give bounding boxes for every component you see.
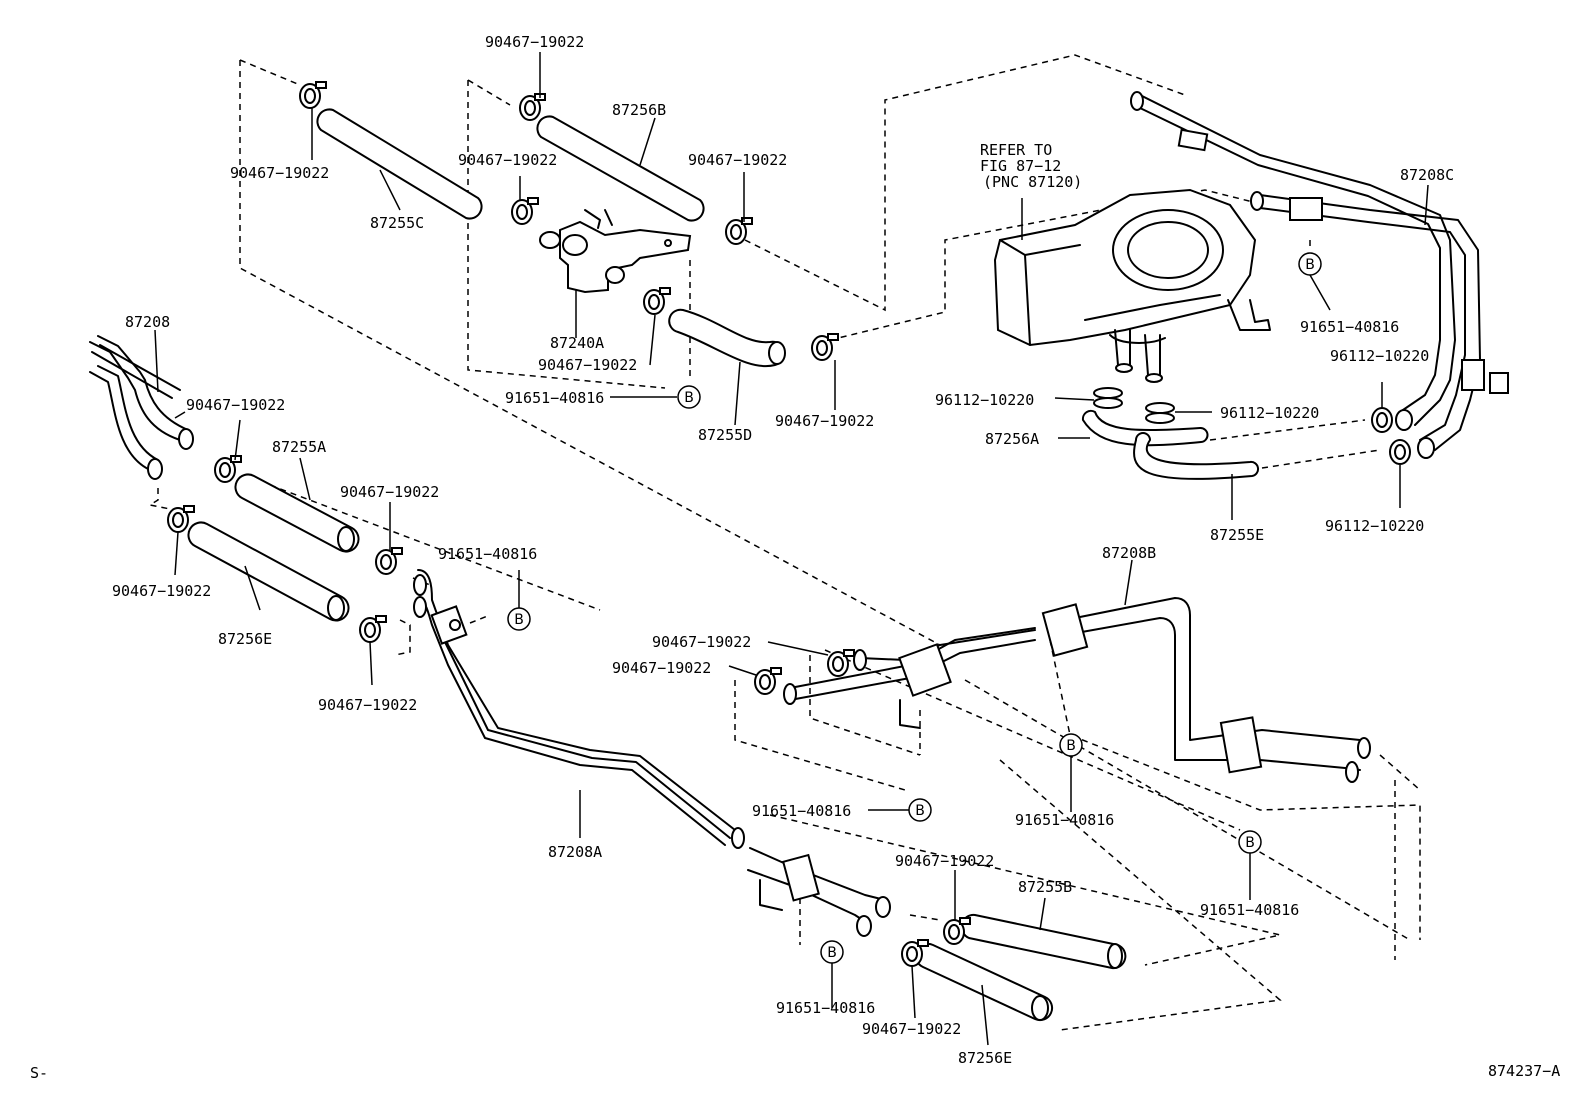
part-labels: 90467−19022 87256B 90467−19022 90467−190…: [30, 33, 1560, 1082]
clamp-label: 90467−19022: [538, 356, 637, 374]
footer-left-code: S-: [30, 1064, 48, 1082]
bolt-b-icon[interactable]: B: [1059, 733, 1083, 757]
hose-87256e-left[interactable]: [187, 521, 350, 622]
small-clamp-label: 96112−10220: [1325, 517, 1424, 535]
assembly-dashed-lines: [148, 54, 1421, 1031]
hose-87255e[interactable]: [1133, 432, 1260, 480]
hoses: [187, 108, 1260, 1022]
part-label-87240a: 87240A: [550, 334, 604, 352]
clamp-label: 90467−19022: [318, 696, 417, 714]
bolt-marker-label: B: [1066, 738, 1076, 754]
clamp-label: 90467−19022: [230, 164, 329, 182]
pipe-87208a-end[interactable]: [747, 847, 891, 937]
clamp-icon[interactable]: [754, 667, 782, 695]
part-label-87208: 87208: [125, 313, 170, 331]
clamp-icon[interactable]: [519, 93, 546, 121]
small-clamp-icon[interactable]: [1371, 407, 1393, 433]
bolt-b-icon[interactable]: B: [820, 940, 844, 964]
bolt-b-icon[interactable]: B: [1298, 252, 1322, 276]
bolt-label: 91651−40816: [1300, 318, 1399, 336]
clamp-label: 90467−19022: [458, 151, 557, 169]
hose-87256e-bottom[interactable]: [914, 942, 1054, 1022]
refer-line2: FIG 87−12: [980, 157, 1061, 175]
part-label-87256a: 87256A: [985, 430, 1039, 448]
refer-line3: (PNC 87120): [983, 173, 1082, 191]
bolt-b-icon[interactable]: B: [908, 798, 932, 822]
heater-unit[interactable]: [993, 188, 1271, 383]
clamp-label: 90467−19022: [895, 852, 994, 870]
part-label-87255b: 87255B: [1018, 878, 1072, 896]
pipe-87208b[interactable]: [783, 597, 1371, 783]
clamp-icon[interactable]: [643, 287, 671, 315]
clamps: [167, 81, 1411, 967]
bolt-label: 91651−40816: [438, 545, 537, 563]
bolt-b-icon[interactable]: B: [1238, 830, 1262, 854]
hose-87255b[interactable]: [960, 913, 1127, 970]
bolt-marker-label: B: [1245, 835, 1255, 851]
bolt-label: 91651−40816: [752, 802, 851, 820]
small-clamp-icon[interactable]: [1389, 439, 1411, 465]
small-clamp-icon[interactable]: [1093, 387, 1123, 409]
bolt-b-icon[interactable]: B: [507, 607, 531, 631]
clamp-label: 90467−19022: [340, 483, 439, 501]
bolt-markers: B B B B B B B: [507, 252, 1322, 964]
part-label-87255e: 87255E: [1210, 526, 1264, 544]
bolt-label: 91651−40816: [505, 389, 604, 407]
hose-87256b[interactable]: [536, 115, 705, 222]
clamp-icon[interactable]: [827, 649, 855, 677]
small-clamp-label: 96112−10220: [1220, 404, 1319, 422]
bolt-b-icon[interactable]: B: [677, 385, 701, 409]
clamp-label: 90467−19022: [612, 659, 711, 677]
part-label-87256e-left: 87256E: [218, 630, 272, 648]
part-label-87256b: 87256B: [612, 101, 666, 119]
water-valve-87240a[interactable]: [539, 209, 692, 294]
pipe-87208a[interactable]: [413, 569, 745, 849]
clamp-label: 90467−19022: [862, 1020, 961, 1038]
leader-lines: [154, 52, 1429, 1046]
small-clamp-icon[interactable]: [1145, 402, 1175, 424]
clamp-label: 90467−19022: [112, 582, 211, 600]
part-label-87255a: 87255A: [272, 438, 326, 456]
clamp-label: 90467−19022: [186, 396, 285, 414]
pipes: [89, 91, 1509, 937]
clamp-icon[interactable]: [299, 81, 327, 109]
pipe-87208c[interactable]: [1130, 91, 1509, 459]
footer-right-code: 874237−A: [1488, 1062, 1560, 1080]
clamp-icon[interactable]: [811, 333, 839, 361]
hose-87255a[interactable]: [234, 473, 360, 553]
bolt-label: 91651−40816: [776, 999, 875, 1017]
hose-87255d[interactable]: [668, 308, 786, 368]
part-label-87208a: 87208A: [548, 843, 602, 861]
clamp-icon[interactable]: [214, 455, 242, 483]
part-label-87256e-bottom: 87256E: [958, 1049, 1012, 1067]
bolt-marker-label: B: [915, 803, 925, 819]
clamp-icon[interactable]: [943, 917, 971, 945]
clamp-label: 90467−19022: [688, 151, 787, 169]
small-clamp-label: 96112−10220: [1330, 347, 1429, 365]
hose-87255c[interactable]: [316, 108, 483, 220]
bolt-marker-label: B: [684, 390, 694, 406]
part-label-87255c: 87255C: [370, 214, 424, 232]
hose-87256a[interactable]: [1081, 409, 1209, 447]
bolt-marker-label: B: [827, 945, 837, 961]
clamp-icon[interactable]: [511, 197, 539, 225]
clamp-label: 90467−19022: [652, 633, 751, 651]
refer-line1: REFER TO: [980, 141, 1052, 159]
clamp-icon[interactable]: [375, 547, 403, 575]
part-label-87208c: 87208C: [1400, 166, 1454, 184]
clamp-icon[interactable]: [725, 217, 753, 245]
bolt-marker-label: B: [514, 612, 524, 628]
bolt-label: 91651−40816: [1200, 901, 1299, 919]
clamp-icon[interactable]: [359, 615, 387, 643]
bolt-marker-label: B: [1305, 257, 1315, 273]
clamp-label: 90467−19022: [485, 33, 584, 51]
part-label-87208b: 87208B: [1102, 544, 1156, 562]
bolt-label: 91651−40816: [1015, 811, 1114, 829]
small-clamp-label: 96112−10220: [935, 391, 1034, 409]
clamp-label: 90467−19022: [775, 412, 874, 430]
part-label-87255d: 87255D: [698, 426, 752, 444]
pipe-87208[interactable]: [89, 335, 194, 480]
